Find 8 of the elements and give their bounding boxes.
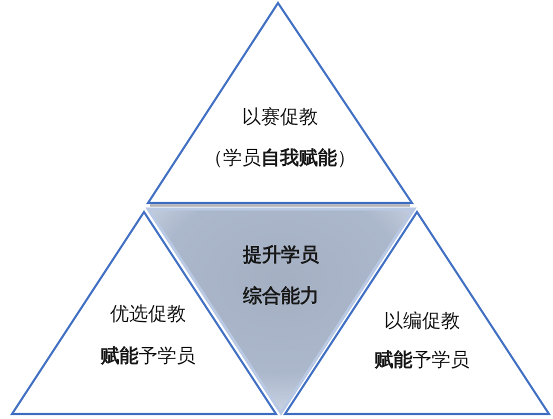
triangle-subtitle: （学员自我赋能）: [204, 146, 356, 171]
triangle-subtitle: 赋能予学员: [100, 344, 196, 369]
center-title: 提升学员综合能力: [242, 243, 320, 309]
triangle-panel: [146, 2, 414, 206]
triangle-title: 以编促教: [384, 309, 460, 334]
triangle-title: 以赛促教: [242, 105, 318, 130]
triangle-title: 优选促教: [110, 302, 186, 327]
triangle-subtitle: 赋能予学员: [374, 348, 470, 373]
